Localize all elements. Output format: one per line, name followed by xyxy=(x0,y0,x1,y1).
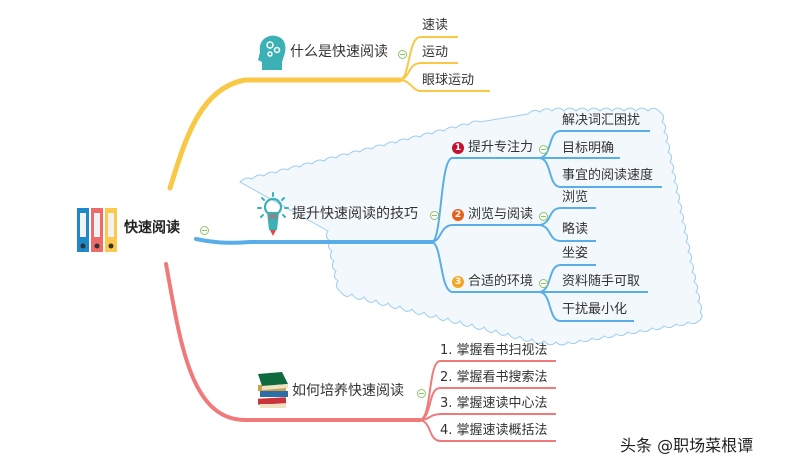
browse-child-1[interactable]: 浏览 xyxy=(562,190,589,205)
focus-child-3[interactable]: 事宜的阅读速度 xyxy=(562,168,654,183)
environment-collapse-toggle[interactable] xyxy=(539,279,548,288)
focus-collapse-toggle[interactable] xyxy=(539,145,548,154)
what-child-1[interactable]: 速读 xyxy=(422,18,449,33)
subtopic-browse[interactable]: 2 浏览与阅读 xyxy=(452,207,533,223)
priority-1-icon: 1 xyxy=(452,142,464,154)
browse-child-2[interactable]: 略读 xyxy=(562,222,589,237)
branch-line-what xyxy=(167,77,403,191)
head-gears-icon xyxy=(258,35,286,70)
skills-collapse-toggle[interactable] xyxy=(430,211,439,220)
browse-collapse-toggle[interactable] xyxy=(539,212,548,221)
what-child-2[interactable]: 运动 xyxy=(422,45,449,60)
root-topic[interactable]: 快速阅读 xyxy=(124,220,180,236)
skills-boundary xyxy=(239,107,703,346)
how-collapse-toggle[interactable] xyxy=(417,389,426,398)
binders-icon xyxy=(77,208,117,252)
books-icon xyxy=(257,372,288,408)
how-child-3[interactable]: 3. 掌握速读中心法 xyxy=(440,396,548,411)
subtopic-focus-label: 提升专注力 xyxy=(468,140,534,155)
watermark: 头条 @职场菜根谭 xyxy=(620,436,754,455)
subtopic-environment[interactable]: 3 合适的环境 xyxy=(452,274,533,290)
branch-line-how xyxy=(164,262,422,422)
branch-line-skills xyxy=(194,237,434,245)
topic-how[interactable]: 如何培养快速阅读 xyxy=(292,383,404,399)
how-child-1[interactable]: 1. 掌握看书扫视法 xyxy=(440,343,548,358)
lightbulb-icon xyxy=(257,192,289,236)
subtopic-browse-label: 浏览与阅读 xyxy=(468,207,534,222)
what-collapse-toggle[interactable] xyxy=(398,50,407,59)
focus-child-2[interactable]: 目标明确 xyxy=(562,141,615,156)
topic-what[interactable]: 什么是快速阅读 xyxy=(290,44,388,60)
environment-child-2[interactable]: 资料随手可取 xyxy=(562,274,641,289)
focus-child-1[interactable]: 解决词汇困扰 xyxy=(562,113,641,128)
topic-skills[interactable]: 提升快速阅读的技巧 xyxy=(292,206,418,222)
environment-child-1[interactable]: 坐姿 xyxy=(562,246,589,261)
how-child-4[interactable]: 4. 掌握速读概括法 xyxy=(440,423,548,438)
environment-child-3[interactable]: 干扰最小化 xyxy=(562,302,628,317)
how-child-lines xyxy=(419,360,556,442)
subtopic-environment-label: 合适的环境 xyxy=(468,274,534,289)
subtopic-focus[interactable]: 1 提升专注力 xyxy=(452,140,533,156)
priority-2-icon: 2 xyxy=(452,209,464,221)
skills-child-lines xyxy=(431,130,662,322)
what-child-3[interactable]: 眼球运动 xyxy=(422,73,475,88)
priority-3-icon: 3 xyxy=(452,276,464,288)
root-collapse-toggle[interactable] xyxy=(200,226,209,235)
what-child-lines xyxy=(399,36,490,92)
how-child-2[interactable]: 2. 掌握看书搜索法 xyxy=(440,370,548,385)
